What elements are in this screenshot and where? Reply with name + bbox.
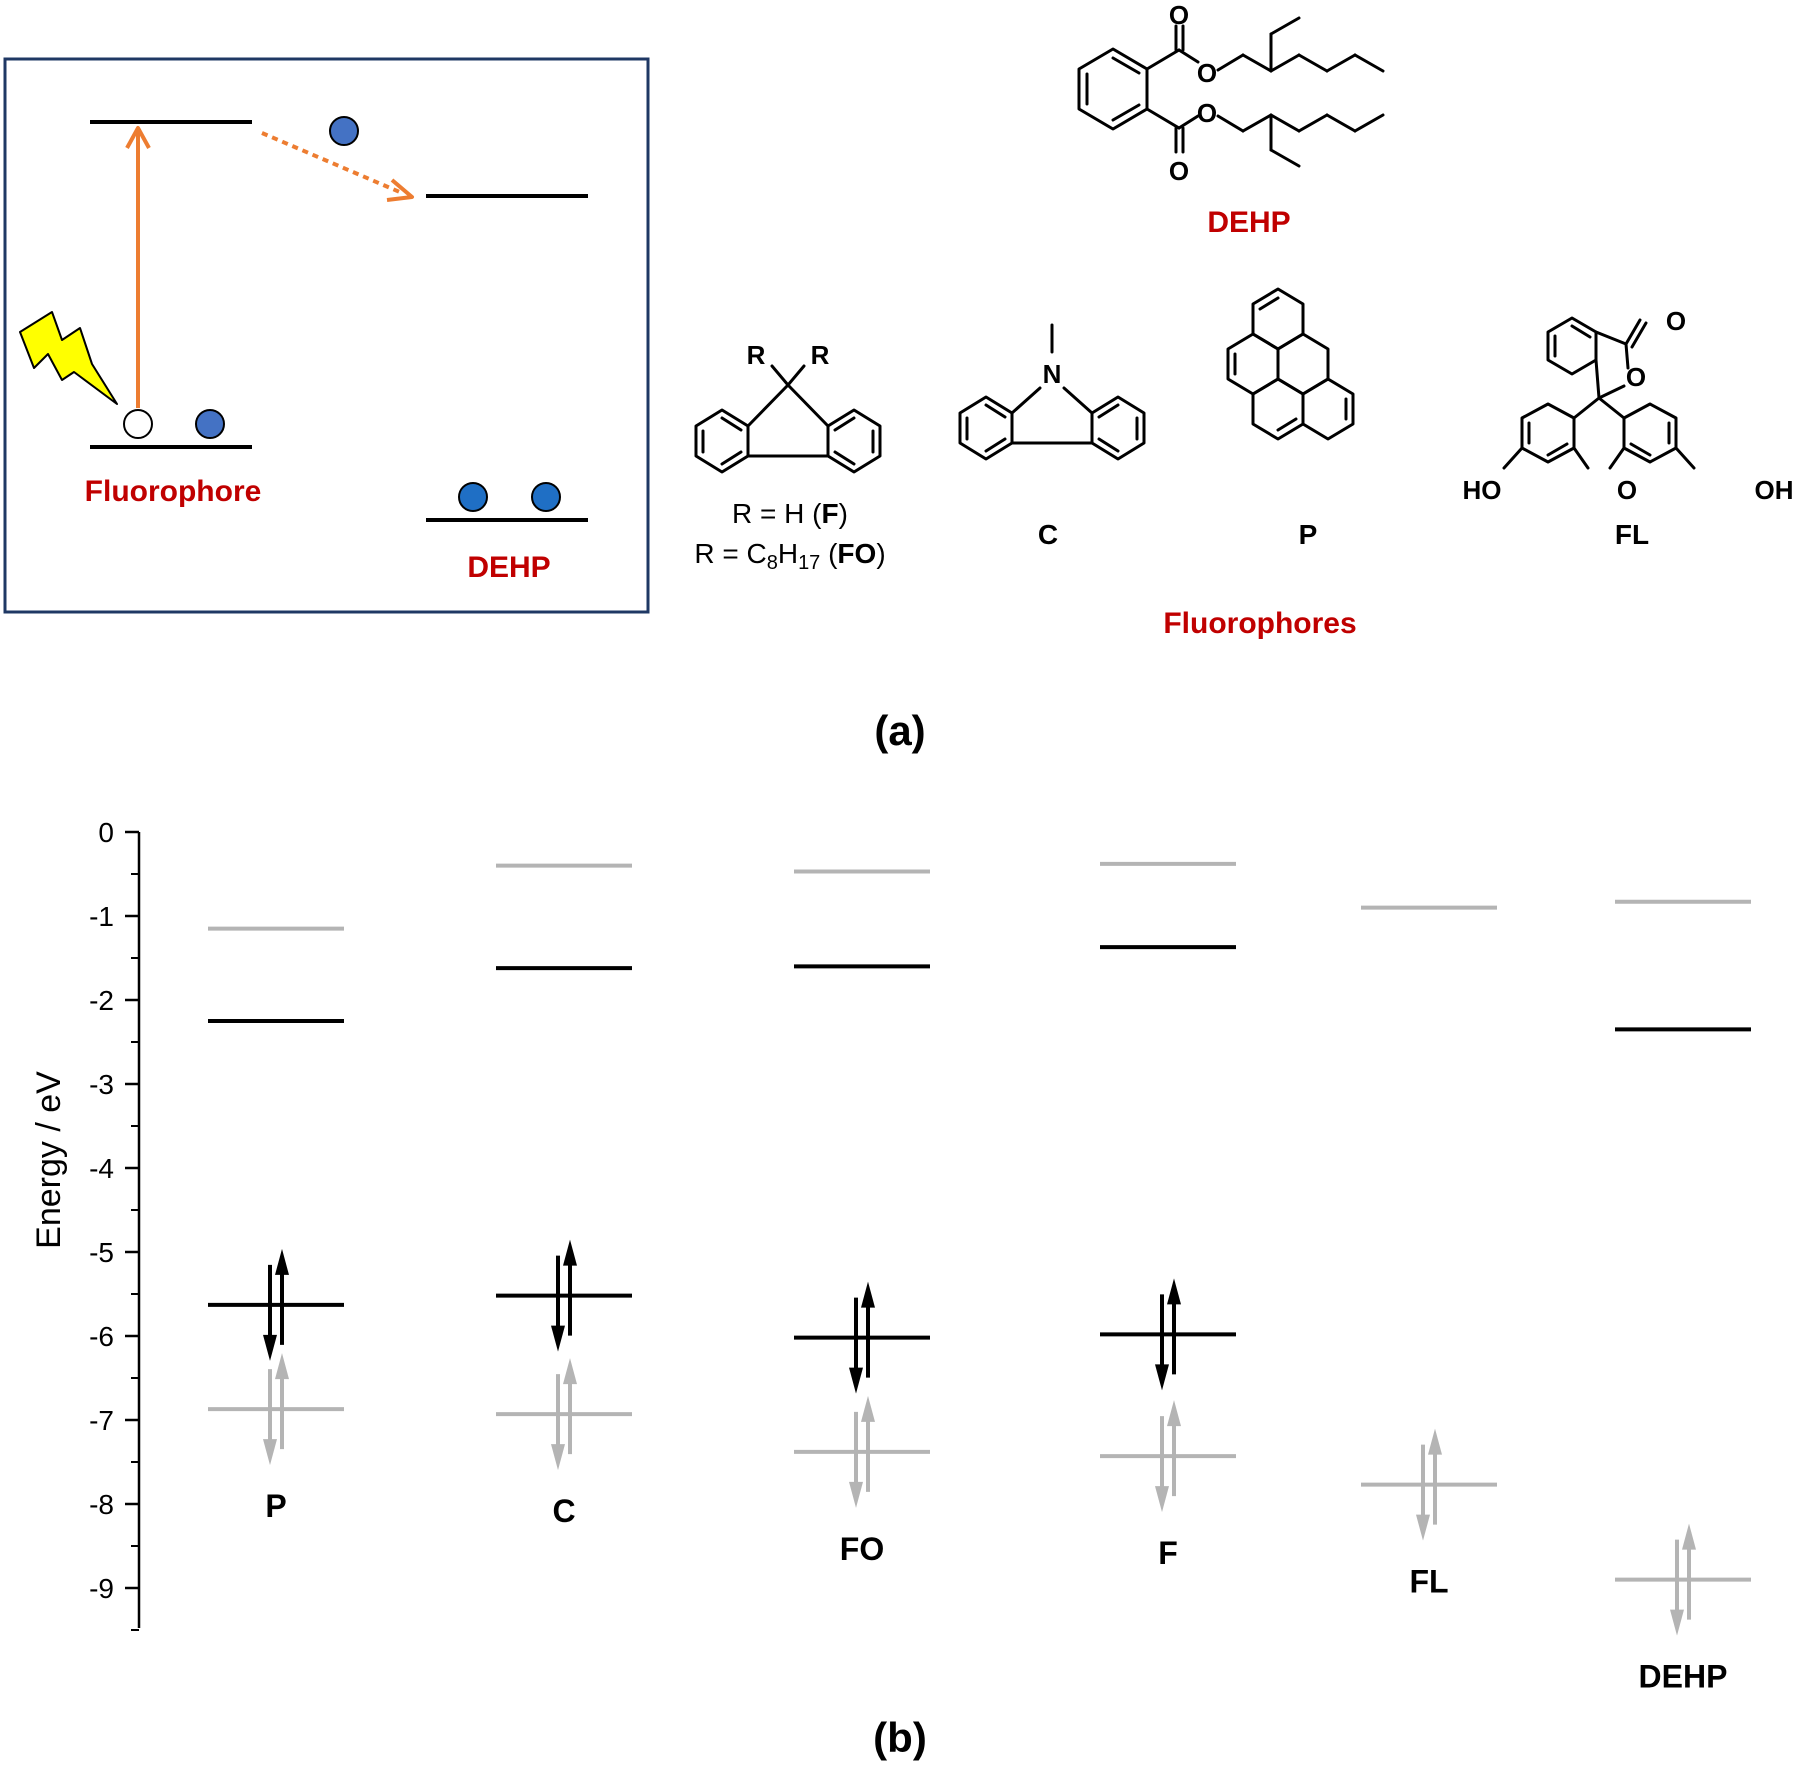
- energy-transfer-schematic: Fluorophore DEHP: [3, 57, 650, 614]
- spin-up-arrowhead: [275, 1248, 289, 1275]
- dehp-o-atom: O: [1169, 156, 1189, 186]
- spin-down-arrowhead: [1155, 1486, 1169, 1513]
- carbazole-label: C: [1038, 519, 1058, 550]
- spin-down-arrowhead: [263, 1334, 277, 1361]
- fluorescein-o-atom: O: [1617, 475, 1637, 505]
- electron-transferring: [329, 116, 359, 146]
- spin-up-arrowhead: [563, 1358, 577, 1385]
- spin-down-arrowhead: [849, 1481, 863, 1508]
- fluorophores-title: Fluorophores: [1163, 607, 1356, 640]
- category-label: C: [552, 1493, 575, 1529]
- category-label: FO: [840, 1531, 884, 1567]
- energy-levels: [208, 861, 1751, 1636]
- spin-up-arrowhead: [563, 1239, 577, 1266]
- electron-dehp-1: [458, 482, 488, 512]
- y-tick-label: -1: [89, 901, 114, 932]
- y-tick-label: 0: [98, 817, 114, 848]
- y-tick-label: -3: [89, 1069, 114, 1100]
- schematic-frame: [3, 57, 650, 614]
- fluorene-label-1: R = H (F): [732, 498, 848, 529]
- spin-up-arrowhead: [1167, 1400, 1181, 1427]
- dehp-o-atom: O: [1197, 58, 1217, 88]
- spin-down-arrowhead: [849, 1367, 863, 1394]
- spin-up-arrowhead: [1682, 1523, 1696, 1550]
- category-label: P: [265, 1488, 286, 1524]
- y-tick-label: -8: [89, 1489, 114, 1520]
- fluorescein-label: FL: [1615, 519, 1649, 550]
- spin-up-arrowhead: [861, 1395, 875, 1422]
- y-tick-label: -9: [89, 1573, 114, 1604]
- pyrene-label: P: [1299, 519, 1318, 550]
- spin-down-arrowhead: [551, 1325, 565, 1352]
- fluorene-structure: R R R = H (F) R = C8H17 (FO): [694, 340, 885, 574]
- fluorene-r-atom: R: [747, 340, 766, 370]
- spin-up-arrowhead: [861, 1281, 875, 1308]
- y-tick-label: -6: [89, 1321, 114, 1352]
- panel-b-caption: (b): [873, 1714, 927, 1761]
- fluorene-label-2: R = C8H17 (FO): [694, 538, 885, 574]
- dehp-o-atom: O: [1169, 0, 1189, 30]
- energy-level-chart: 0 -1 -2 -3 -4 -5 -6 -7 -8 -9 Energy / eV P C FO F FL D…: [30, 817, 1751, 1695]
- spin-down-arrowhead: [1155, 1364, 1169, 1391]
- y-tick-label: -5: [89, 1237, 114, 1268]
- spin-down-arrowhead: [1416, 1514, 1430, 1541]
- spin-up-arrowhead: [1167, 1278, 1181, 1305]
- spin-down-arrowhead: [1670, 1609, 1684, 1636]
- spin-up-arrowhead: [1428, 1428, 1442, 1455]
- spin-down-arrowhead: [551, 1444, 565, 1471]
- carbazole-n-atom: N: [1043, 359, 1062, 389]
- dehp-o-atom: O: [1197, 98, 1217, 128]
- spin-up-arrowhead: [275, 1353, 289, 1380]
- category-labels: P C FO F FL DEHP: [265, 1488, 1727, 1695]
- dehp-structure-label: DEHP: [1207, 206, 1290, 239]
- pyrene-structure: P: [1226, 287, 1355, 550]
- y-axis-ticks: 0 -1 -2 -3 -4 -5 -6 -7 -8 -9: [89, 817, 139, 1631]
- y-axis-label: Energy / eV: [30, 1071, 68, 1249]
- category-label: DEHP: [1639, 1659, 1728, 1695]
- y-tick-label: -4: [89, 1153, 114, 1184]
- fluorescein-structure: O O O HO OH FL: [1463, 306, 1794, 550]
- fluorescein-oh: OH: [1755, 475, 1794, 505]
- lightning-icon: [19, 311, 118, 405]
- fluorophore-label: Fluorophore: [85, 475, 262, 508]
- spin-down-arrowhead: [263, 1439, 277, 1466]
- carbazole-structure: N C: [958, 323, 1146, 550]
- category-label: F: [1158, 1535, 1178, 1571]
- y-tick-label: -2: [89, 985, 114, 1016]
- excitation-arrowhead: [125, 126, 151, 149]
- energy-transfer-arrowhead: [386, 178, 414, 202]
- fluorescein-ho: HO: [1463, 475, 1502, 505]
- energy-transfer-arrow: [261, 131, 403, 195]
- fluorene-r-atom: R: [811, 340, 830, 370]
- electron-dehp-2: [531, 482, 561, 512]
- electron-ground: [195, 409, 225, 439]
- y-tick-label: -7: [89, 1405, 114, 1436]
- fluorescein-o-atom: O: [1666, 306, 1686, 336]
- dehp-schematic-label: DEHP: [467, 551, 550, 584]
- panel-a-caption: (a): [874, 707, 925, 754]
- category-label: FL: [1409, 1564, 1448, 1600]
- hole-circle: [123, 409, 153, 439]
- fluorescein-o-atom: O: [1626, 362, 1646, 392]
- dehp-structure: O O O O DEHP: [1077, 0, 1385, 239]
